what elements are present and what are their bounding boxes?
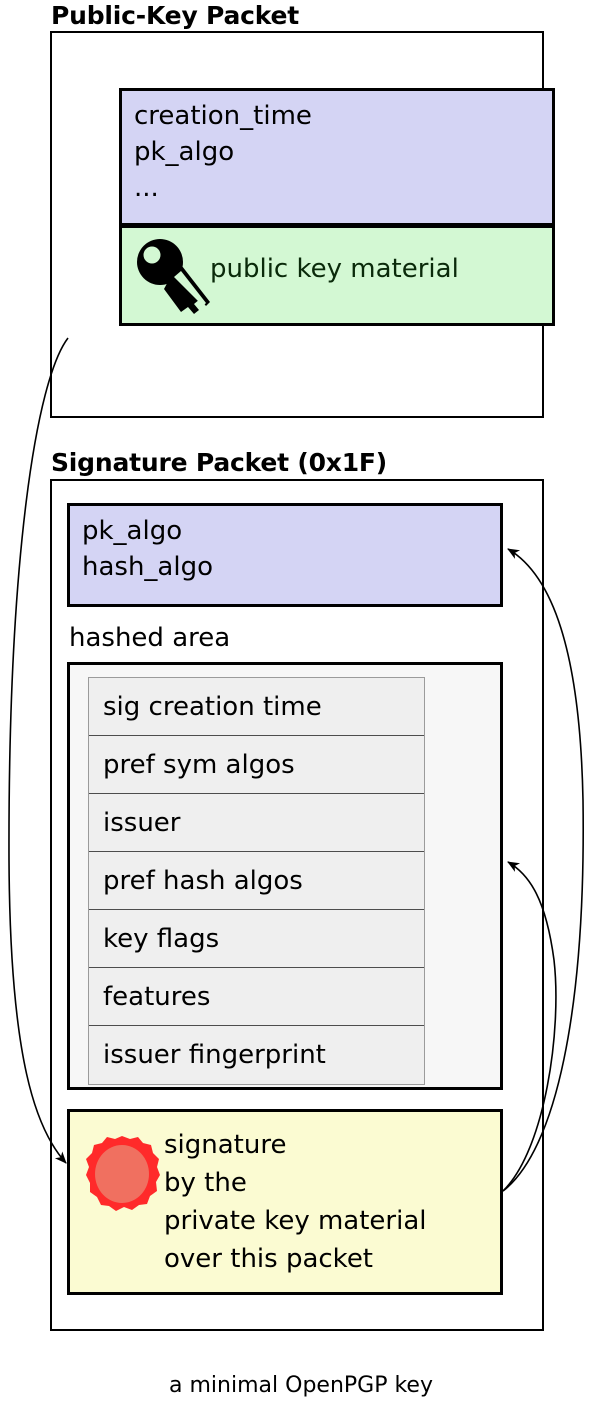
signature-metadata-block: pk_algo hash_algo bbox=[67, 503, 503, 607]
diagram-caption: a minimal OpenPGP key bbox=[169, 1373, 433, 1398]
wax-seal-icon bbox=[86, 1136, 160, 1211]
hashed-area-label: hashed area bbox=[69, 623, 231, 653]
signature-packet-title: Signature Packet (0x1F) bbox=[51, 448, 388, 477]
signature-metadata-text: pk_algo hash_algo bbox=[82, 516, 214, 582]
hashed-subpacket-row: pref sym algos bbox=[89, 736, 424, 794]
key-icon bbox=[137, 239, 210, 314]
public-key-metadata-block: creation_time pk_algo ... bbox=[119, 88, 555, 226]
hashed-subpacket-row: key flags bbox=[89, 910, 424, 968]
hashed-subpacket-row: features bbox=[89, 968, 424, 1026]
hashed-subpacket-row: issuer fingerprint bbox=[89, 1026, 424, 1084]
signature-value-text: signature by the private key material ov… bbox=[164, 1130, 427, 1274]
hashed-subpacket-row: issuer bbox=[89, 794, 424, 852]
public-key-material-label: public key material bbox=[210, 254, 459, 284]
signature-value-block: signature by the private key material ov… bbox=[67, 1109, 503, 1295]
hashed-subpacket-row: sig creation time bbox=[89, 678, 424, 736]
hashed-subpacket-row: pref hash algos bbox=[89, 852, 424, 910]
public-key-packet-box: creation_time pk_algo ... public key mat… bbox=[50, 31, 555, 418]
public-key-material-block: public key material bbox=[119, 225, 555, 326]
public-key-metadata-text: creation_time pk_algo ... bbox=[134, 101, 312, 203]
public-key-packet-title: Public-Key Packet bbox=[51, 1, 300, 30]
